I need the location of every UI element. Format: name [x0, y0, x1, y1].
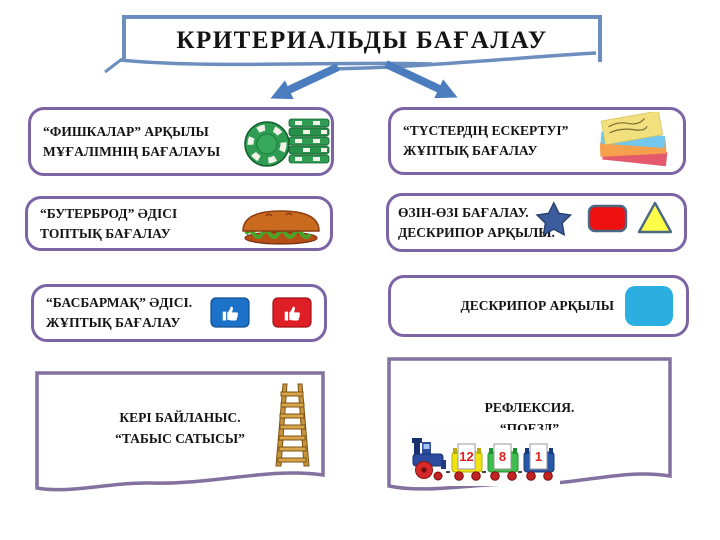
card-fishkalar-text: “ФИШКАЛАР” АРҚЫЛЫ МҰҒАЛІМНІҢ БАҒАЛАУЫ — [43, 110, 220, 173]
star-square-triangle-icons — [535, 201, 673, 236]
toy-train-icon: 12 8 1 — [410, 430, 560, 486]
card-buterbrod-text: “БУТЕРБРОД” ӘДІСІ ТОПТЫҚ БАҒАЛАУ — [40, 199, 177, 248]
card-line: “ФИШКАЛАР” АРҚЫЛЫ — [43, 123, 209, 139]
card-line: ДЕСКРИПОР АРҚЫЛЫ. — [398, 224, 555, 240]
card-tuster-text: “ТҮСТЕРДІҢ ЕСКЕРТУІ” ЖҰПТЫҚ БАҒАЛАУ — [403, 110, 568, 172]
card-line: ӨЗІН-ӨЗІ БАҒАЛАУ. — [398, 204, 529, 220]
locomotive — [412, 438, 446, 481]
card-line: КЕРІ БАЙЛАНЫС. — [119, 410, 241, 425]
sandwich-icon — [242, 210, 320, 245]
card-ozin-ozi-text: ӨЗІН-ӨЗІ БАҒАЛАУ. ДЕСКРИПОР АРҚЫЛЫ. — [398, 196, 555, 249]
card-deskripor: ДЕСКРИПОР АРҚЫЛЫ — [388, 275, 689, 337]
card-line: ЖҰПТЫҚ БАҒАЛАУ — [46, 315, 181, 330]
card-keri-text: КЕРІ БАЙЛАНЫС. “ТАБЫС САТЫСЫ” — [35, 408, 325, 450]
svg-text:8: 8 — [499, 449, 506, 464]
svg-text:12: 12 — [459, 449, 473, 464]
card-line: “ТАБЫС САТЫСЫ” — [115, 430, 245, 446]
slide-title: КРИТЕРИАЛЬДЫ БАҒАЛАУ — [122, 15, 602, 62]
card-basbarmak-text: “БАСБАРМАҚ” ӘДІСІ. ЖҰПТЫҚ БАҒАЛАУ — [46, 287, 192, 339]
train-car-yellow: 12 — [451, 443, 483, 481]
card-ozin-ozi: ӨЗІН-ӨЗІ БАҒАЛАУ. ДЕСКРИПОР АРҚЫЛЫ. — [386, 193, 687, 252]
card-line: “БУТЕРБРОД” ӘДІСІ — [40, 205, 178, 221]
wave-outline — [35, 371, 325, 492]
train-car-blue: 1 — [523, 443, 555, 481]
card-tusterding-eskertui: “ТҮСТЕРДІҢ ЕСКЕРТУІ” ЖҰПТЫҚ БАҒАЛАУ — [388, 107, 686, 175]
star-icon — [535, 201, 573, 236]
card-line: МҰҒАЛІМНІҢ БАҒАЛАУЫ — [43, 143, 221, 159]
card-line: ТОПТЫҚ БАҒАЛАУ — [40, 225, 171, 241]
card-line: ЖҰПТЫҚ БАҒАЛАУ — [403, 143, 538, 158]
card-basbarmak: “БАСБАРМАҚ” ӘДІСІ. ЖҰПТЫҚ БАҒАЛАУ — [31, 284, 327, 342]
card-line: РЕФЛЕКСИЯ. — [484, 400, 575, 415]
cyan-card-icon — [625, 286, 673, 326]
poker-chips-icon — [244, 118, 330, 167]
card-line: ДЕСКРИПОР АРҚЫЛЫ — [460, 298, 614, 314]
ladder-icon — [275, 383, 310, 467]
thumbs-up-buttons-icon — [210, 297, 312, 328]
card-deskripor-text: ДЕСКРИПОР АРҚЫЛЫ — [460, 278, 614, 334]
card-buterbrod: “БУТЕРБРОД” ӘДІСІ ТОПТЫҚ БАҒАЛАУ — [25, 196, 333, 251]
red-rounded-square-icon — [587, 204, 628, 233]
card-fishkalar: “ФИШКАЛАР” АРҚЫЛЫ МҰҒАЛІМНІҢ БАҒАЛАУЫ — [28, 107, 334, 176]
train-car-green: 8 — [487, 443, 519, 481]
svg-text:1: 1 — [535, 449, 542, 464]
yellow-triangle-icon — [637, 201, 673, 234]
thumb-up-red-icon — [272, 297, 312, 328]
card-line: “ТҮСТЕРДІҢ ЕСКЕРТУІ” — [403, 123, 569, 139]
card-refleksiya: РЕФЛЕКСИЯ. “ПОЕЗД” 12 — [387, 357, 672, 497]
thumb-up-blue-icon — [210, 297, 250, 328]
card-line: “БАСБАРМАҚ” ӘДІСІ. — [46, 295, 193, 311]
sticky-notes-icon — [599, 112, 668, 167]
slide-title-text: КРИТЕРИАЛЬДЫ БАҒАЛАУ — [176, 26, 548, 54]
card-keri-bailanys: КЕРІ БАЙЛАНЫС. “ТАБЫС САТЫСЫ” — [35, 371, 325, 497]
